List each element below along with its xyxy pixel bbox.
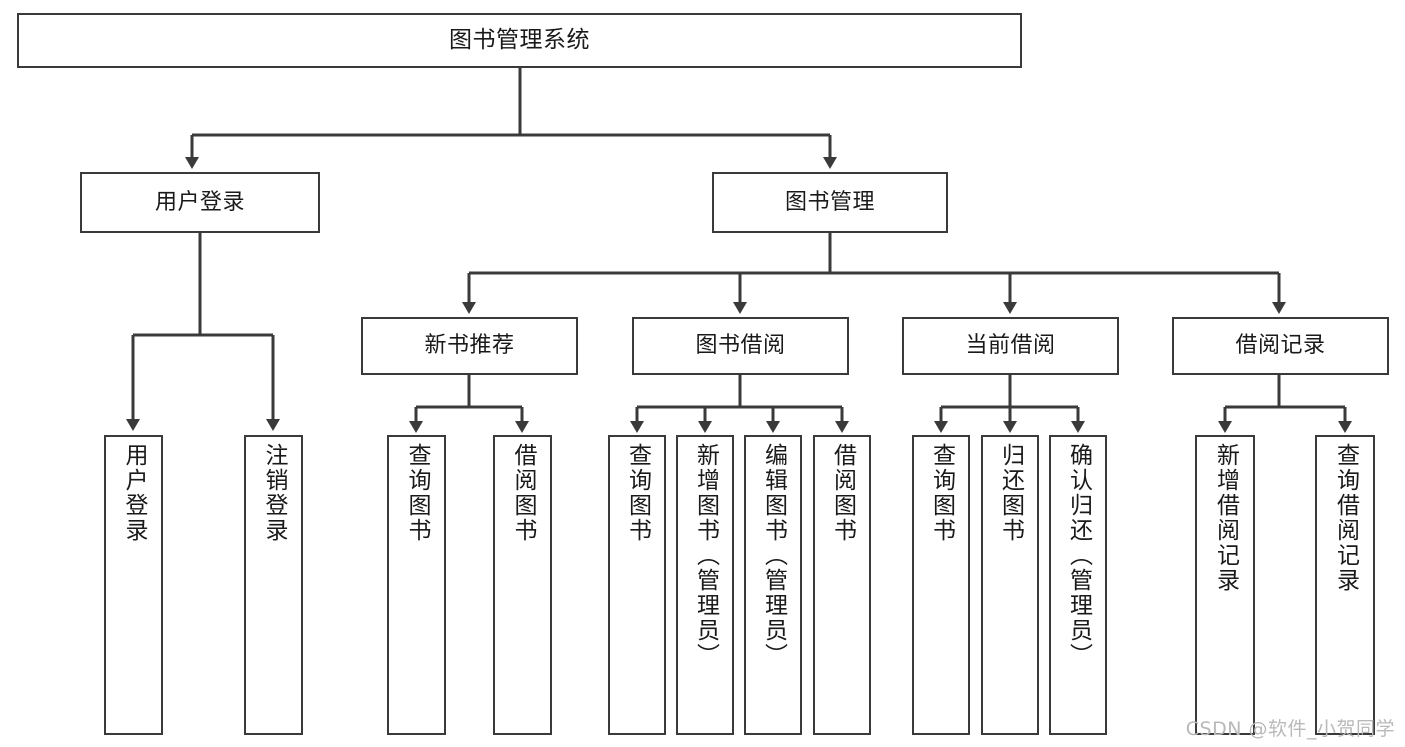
leaf-br-add-record[interactable]: 新增借阅记录 [1195, 435, 1255, 735]
node-label: 当前借阅 [965, 333, 1056, 359]
node-label: 借阅记录 [1235, 333, 1326, 359]
node-label: 查询图书 [404, 443, 430, 543]
node-label: 图书借阅 [695, 333, 786, 359]
node-label: 编辑图书（管理员） [760, 443, 787, 668]
leaf-bb-borrow-book[interactable]: 借阅图书 [813, 435, 871, 735]
node-user-login[interactable]: 用户登录 [80, 172, 320, 233]
leaf-cb-query-book[interactable]: 查询图书 [912, 435, 970, 735]
node-label: 查询图书 [624, 443, 651, 543]
node-label: 查询图书 [928, 443, 955, 543]
node-label: 归还图书 [997, 443, 1024, 543]
leaf-bb-add-book-admin[interactable]: 新增图书（管理员） [676, 435, 734, 735]
node-label: 借阅图书 [510, 443, 536, 543]
node-label: 图书管理系统 [449, 26, 590, 53]
leaf-logout[interactable]: 注销登录 [244, 435, 303, 735]
leaf-nb-query-book[interactable]: 查询图书 [387, 435, 446, 735]
node-label: 注销登录 [261, 443, 287, 543]
node-new-book-recommendation[interactable]: 新书推荐 [361, 317, 578, 375]
node-label: 借阅图书 [829, 443, 856, 543]
leaf-user-login[interactable]: 用户登录 [104, 435, 163, 735]
node-label: 确认归还（管理员） [1065, 443, 1092, 668]
leaf-br-query-record[interactable]: 查询借阅记录 [1315, 435, 1375, 735]
leaf-bb-query-book[interactable]: 查询图书 [608, 435, 666, 735]
node-label: 新增借阅记录 [1212, 443, 1239, 593]
node-book-management[interactable]: 图书管理 [712, 172, 948, 233]
node-label: 新增图书（管理员） [692, 443, 719, 668]
node-book-borrowing[interactable]: 图书借阅 [632, 317, 849, 375]
node-label: 用户登录 [154, 189, 245, 215]
node-label: 用户登录 [121, 443, 147, 543]
node-label: 图书管理 [784, 189, 875, 215]
node-label: 查询借阅记录 [1332, 443, 1359, 593]
watermark: CSDN @软件_小贺同学 [1185, 718, 1395, 740]
leaf-cb-confirm-return-admin[interactable]: 确认归还（管理员） [1049, 435, 1107, 735]
leaf-bb-edit-book-admin[interactable]: 编辑图书（管理员） [744, 435, 802, 735]
node-label: 新书推荐 [424, 333, 515, 359]
leaf-cb-return-book[interactable]: 归还图书 [981, 435, 1039, 735]
leaf-nb-borrow-book[interactable]: 借阅图书 [493, 435, 552, 735]
node-current-borrowing[interactable]: 当前借阅 [902, 317, 1119, 375]
node-root-book-management-system[interactable]: 图书管理系统 [17, 13, 1022, 68]
node-borrowing-records[interactable]: 借阅记录 [1172, 317, 1389, 375]
